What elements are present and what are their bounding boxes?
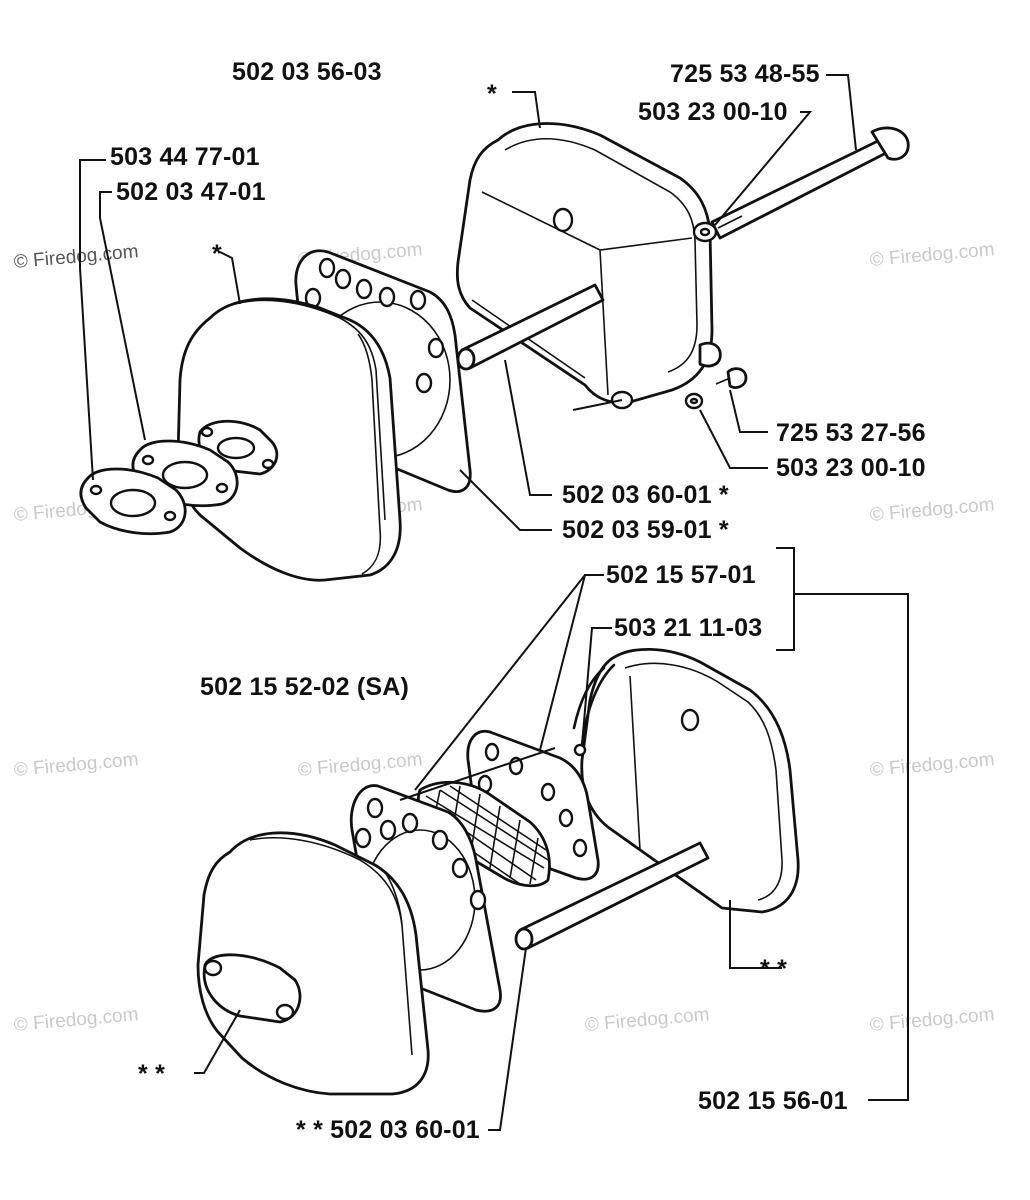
label-front-star: * * <box>138 1060 166 1088</box>
leader-lines-top <box>79 74 857 531</box>
label-gasket-inner: 502 03 47-01 <box>116 178 266 206</box>
label-top-assembly: 502 03 56-03 <box>232 58 382 86</box>
long-bolt <box>692 126 910 243</box>
label-screen-part: 502 15 57-01 <box>606 561 756 589</box>
small-screw <box>684 367 748 410</box>
muffler-rear-cover-top <box>455 122 722 410</box>
label-rear-star: * * <box>760 955 788 983</box>
leader-lines-bottom <box>194 574 782 1131</box>
spacer-tube-top <box>456 283 605 371</box>
bracket-lines <box>776 547 909 1101</box>
label-washer-small: 503 23 00-10 <box>776 454 926 482</box>
gasket-outer <box>79 467 187 536</box>
label-star-top-front: * <box>212 240 222 268</box>
label-screw-small: 725 53 27-56 <box>776 419 926 447</box>
label-bottom-assembly: 502 15 52-02 (SA) <box>200 673 410 701</box>
muffler-rear-cover-bottom <box>580 647 800 914</box>
label-gasket-outer: 503 44 77-01 <box>110 143 260 171</box>
label-star-top-rear: * <box>487 80 497 108</box>
spacer-tube-bottom <box>514 841 710 951</box>
label-bottom-cover: 502 15 56-01 <box>698 1087 848 1115</box>
label-gasket-plate: 502 03 59-01 * <box>562 516 729 544</box>
muffler-front-cover-top <box>176 297 402 582</box>
label-washer-top: 503 23 00-10 <box>638 98 788 126</box>
label-spacer-tube: 502 03 60-01 * <box>562 481 729 509</box>
muffler-front-cover-bottom <box>196 831 430 1096</box>
label-bolt-top: 725 53 48-55 <box>670 60 820 88</box>
label-clip-part: 503 21 11-03 <box>614 614 763 642</box>
label-bottom-spacer: * * 502 03 60-01 <box>296 1116 480 1144</box>
